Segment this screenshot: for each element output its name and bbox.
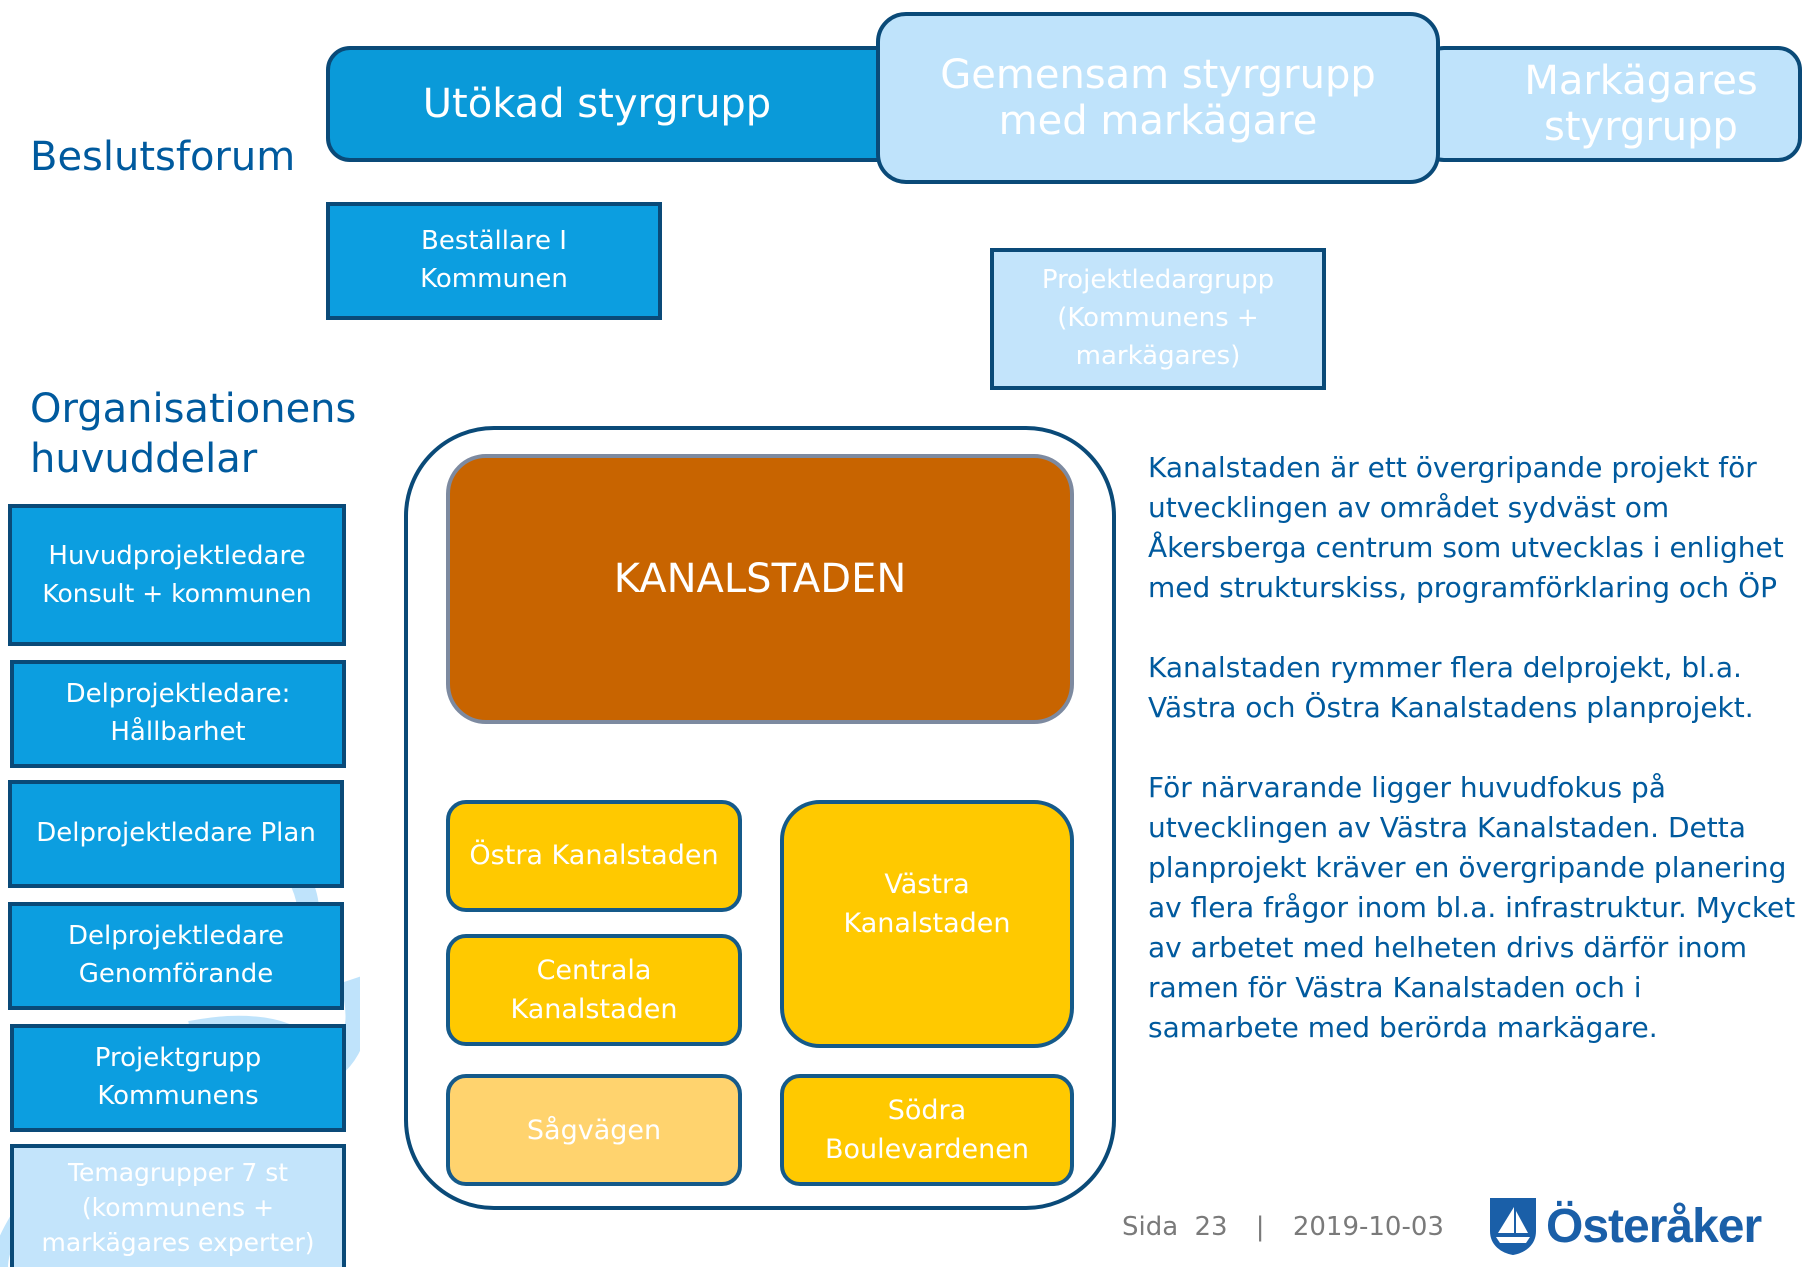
kanalstaden-title: KANALSTADEN (613, 556, 907, 602)
sodra-line1: Södra (887, 1094, 967, 1126)
sagvagen-label: Sågvägen (526, 1114, 662, 1146)
projektgrupp-box: Projektgrupp Kommunens (10, 1024, 346, 1132)
footer-separator: | (1255, 1212, 1265, 1242)
osteraker-brand-text: Österåker (1546, 1199, 1762, 1253)
temagrupper-box: Temagrupper 7 st (kommunens + markägares… (10, 1144, 346, 1267)
ostra-kanalstaden-label: Östra Kanalstaden (469, 840, 719, 872)
projektgrupp-line2: Kommunens (97, 1081, 259, 1111)
projektgrupp-line1: Projektgrupp (94, 1043, 262, 1074)
delprojektledare-genomforande-box: Delprojektledare Genomförande (8, 902, 344, 1010)
description-text: Kanalstaden är ett övergripande projekt … (1148, 448, 1798, 1088)
bestallare-line2: Kommunen (420, 264, 568, 294)
ostra-kanalstaden-box: Östra Kanalstaden (446, 800, 742, 912)
organisationens-label-line1: Organisationens (30, 386, 357, 432)
description-paragraph-1: Kanalstaden är ett övergripande projekt … (1148, 451, 1784, 604)
vastra-line2: Kanalstaden (843, 908, 1011, 939)
kanalstaden-title-box: KANALSTADEN (446, 454, 1074, 724)
markagares-line2: styrgrupp (1544, 104, 1738, 150)
markagares-styrgrupp-box: Markägares styrgrupp (1420, 46, 1802, 162)
beslutsforum-label: Beslutsforum (30, 134, 296, 180)
footer-page-info: Sida 23 | 2019-10-03 (1122, 1212, 1444, 1242)
genomforande-line2: Genomförande (78, 959, 274, 989)
centrala-line2: Kanalstaden (510, 994, 678, 1025)
hallbarhet-line1: Delprojektledare: (65, 679, 291, 710)
markagares-line1: Markägares (1524, 58, 1758, 104)
sodra-line2: Boulevardenen (824, 1134, 1029, 1165)
osteraker-logo: Österåker (1488, 1194, 1800, 1258)
vastra-line1: Västra (884, 868, 970, 900)
bestallare-box: Beställare I Kommunen (326, 202, 662, 320)
delprojektledare-plan-box: Delprojektledare Plan (8, 780, 344, 888)
delprojektledare-hallbarhet-box: Delprojektledare: Hållbarhet (10, 660, 346, 768)
temagrupper-line3: markägares experter) (41, 1228, 315, 1257)
projektledargrupp-box: Projektledargrupp (Kommunens + markägare… (990, 248, 1326, 390)
sagvagen-box: Sågvägen (446, 1074, 742, 1186)
utokad-styrgrupp-box: Utökad styrgrupp (326, 46, 908, 162)
huvudprojektledare-box: Huvudprojektledare Konsult + kommunen (8, 504, 346, 646)
organisationens-label: Organisationens huvuddelar (30, 384, 356, 484)
temagrupper-line2: (kommunens + (81, 1193, 275, 1222)
vastra-kanalstaden-box: Västra Kanalstaden (780, 800, 1074, 1048)
temagrupper-line1: Temagrupper 7 st (67, 1158, 289, 1187)
organisationens-label-line2: huvuddelar (30, 436, 258, 482)
huvudprojektledare-line2: Konsult + kommunen (42, 578, 312, 608)
description-paragraph-2: Kanalstaden rymmer flera delprojekt, bl.… (1148, 651, 1754, 724)
description-paragraph-3: För närvarande ligger huvudfokus på utve… (1148, 771, 1796, 1044)
footer-sida-label: Sida (1122, 1212, 1179, 1242)
centrala-kanalstaden-box: Centrala Kanalstaden (446, 934, 742, 1046)
gemensam-styrgrupp-box: Gemensam styrgrupp med markägare (876, 12, 1440, 184)
utokad-styrgrupp-label: Utökad styrgrupp (422, 81, 772, 127)
projektledargrupp-line1: Projektledargrupp (1041, 265, 1275, 296)
sailboat-shield-icon (1490, 1198, 1536, 1255)
plan-line1: Delprojektledare Plan (36, 818, 316, 849)
projektledargrupp-line3: markägares) (1075, 340, 1241, 371)
sodra-boulevardenen-box: Södra Boulevardenen (780, 1074, 1074, 1186)
projektledargrupp-line2: (Kommunens + (1057, 303, 1259, 334)
bestallare-line1: Beställare I (421, 226, 567, 257)
centrala-line1: Centrala (536, 954, 652, 986)
huvudprojektledare-line1: Huvudprojektledare (48, 541, 306, 572)
genomforande-line1: Delprojektledare (67, 921, 284, 952)
footer-date: 2019-10-03 (1292, 1212, 1444, 1242)
footer-page-number: 23 (1194, 1212, 1228, 1242)
hallbarhet-line2: Hållbarhet (110, 717, 246, 747)
gemensam-line2: med markägare (998, 98, 1318, 144)
gemensam-line1: Gemensam styrgrupp (940, 52, 1376, 98)
